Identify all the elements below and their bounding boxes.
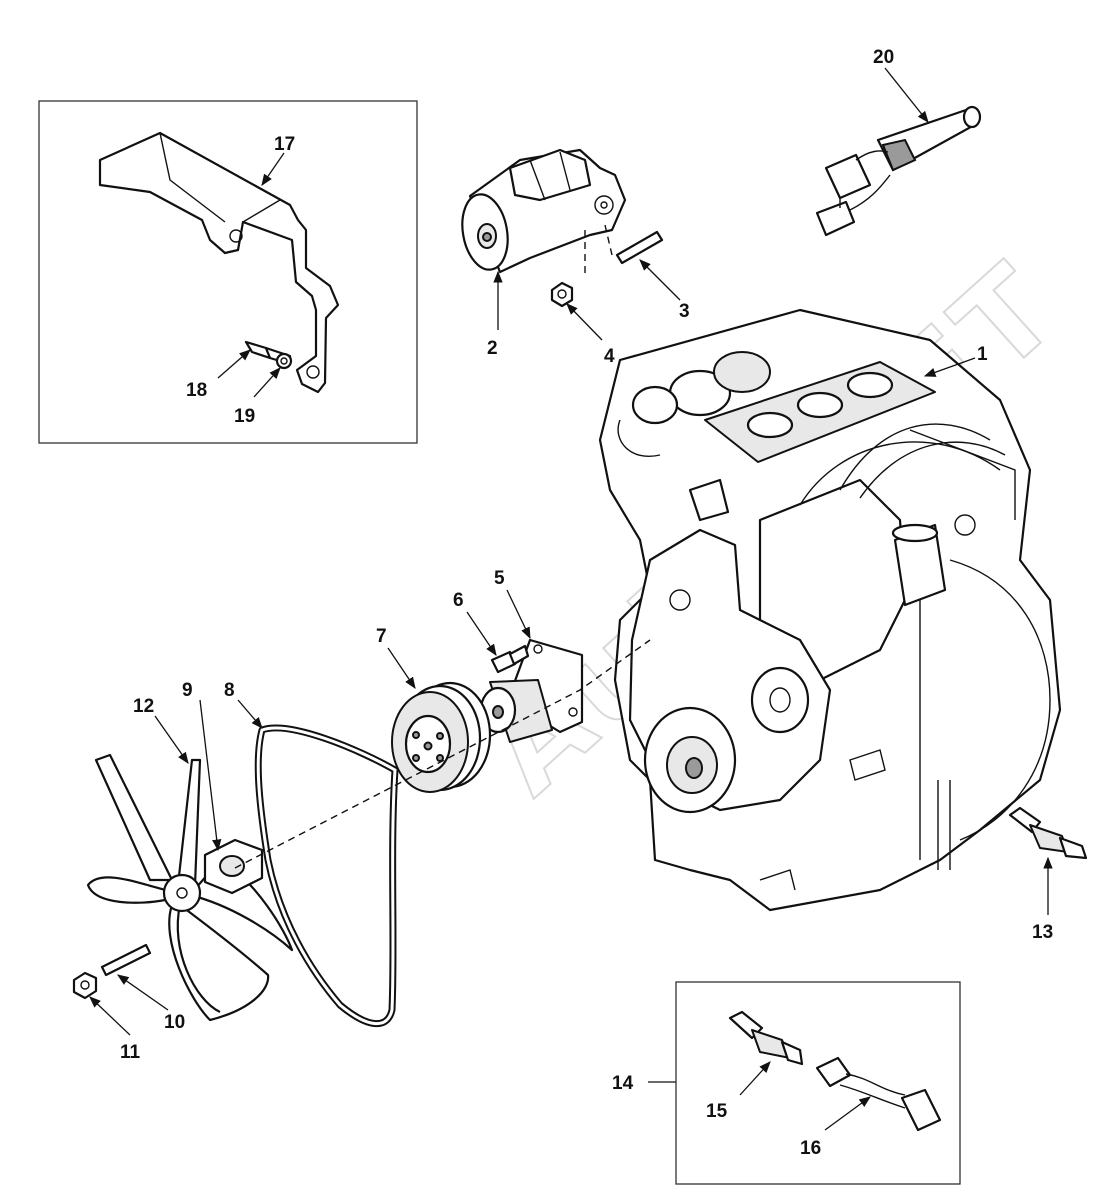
callout-19: 19: [234, 406, 255, 427]
leader-7: [387, 647, 416, 689]
bracket-part-17: [98, 131, 340, 394]
temperature-sender-part-13: [1008, 806, 1088, 860]
callout-15: 15: [706, 1101, 728, 1122]
leader-3: [639, 259, 681, 301]
callout-8: 8: [224, 680, 235, 701]
pulley-part-7: [391, 681, 492, 793]
temperature-switch-part-15: [728, 1010, 804, 1066]
leader-15: [739, 1061, 771, 1096]
leader-19: [253, 367, 281, 398]
engine-assembly-part-1: [598, 308, 1062, 912]
leader-18: [217, 349, 251, 379]
inset-box-sender-kit: [675, 981, 961, 1185]
leader-11: [89, 996, 131, 1036]
callout-18: 18: [186, 380, 207, 401]
callout-7: 7: [376, 626, 387, 647]
callout-14: 14: [612, 1073, 634, 1094]
callout-3: 3: [679, 301, 690, 322]
callout-6: 6: [453, 590, 464, 611]
stud-part-3: [615, 230, 664, 265]
harness-adapter-part-16: [815, 1056, 942, 1132]
inset-box-bracket: [38, 100, 418, 444]
leader-5: [506, 589, 531, 640]
callout-16: 16: [800, 1138, 821, 1159]
leader-10: [117, 974, 169, 1011]
assembly-axis-line: [234, 639, 651, 869]
leader-1: [923, 357, 976, 377]
callout-20: 20: [873, 47, 894, 68]
drive-belt-part-8: [254, 724, 399, 1028]
callout-13: 13: [1032, 922, 1053, 943]
starter-motor-part-2: [461, 148, 627, 274]
callout-1: 1: [977, 344, 988, 365]
callout-2: 2: [487, 338, 498, 359]
callout-10: 10: [164, 1012, 185, 1033]
callout-11: 11: [120, 1042, 141, 1063]
stud-part-10: [100, 943, 152, 977]
washer-part-19: [275, 352, 293, 370]
bolt-part-6: [490, 644, 530, 674]
callout-9: 9: [182, 680, 193, 701]
callout-12: 12: [133, 696, 154, 717]
wiring-harness-part-20: [815, 105, 982, 237]
callout-5: 5: [494, 568, 505, 589]
leader-8: [237, 699, 263, 729]
leader-17: [261, 152, 285, 186]
nut-part-11: [72, 971, 98, 1000]
leader-12: [154, 715, 189, 764]
leader-9: [199, 699, 222, 852]
spacer-part-9: [203, 838, 264, 895]
leader-4: [566, 303, 603, 341]
leader-16: [824, 1096, 871, 1131]
nut-part-4: [550, 281, 574, 308]
leader-20: [884, 67, 929, 123]
callout-17: 17: [274, 134, 295, 155]
water-pump-part-5: [479, 638, 584, 743]
leader-6: [466, 611, 497, 656]
callout-4: 4: [604, 346, 615, 367]
